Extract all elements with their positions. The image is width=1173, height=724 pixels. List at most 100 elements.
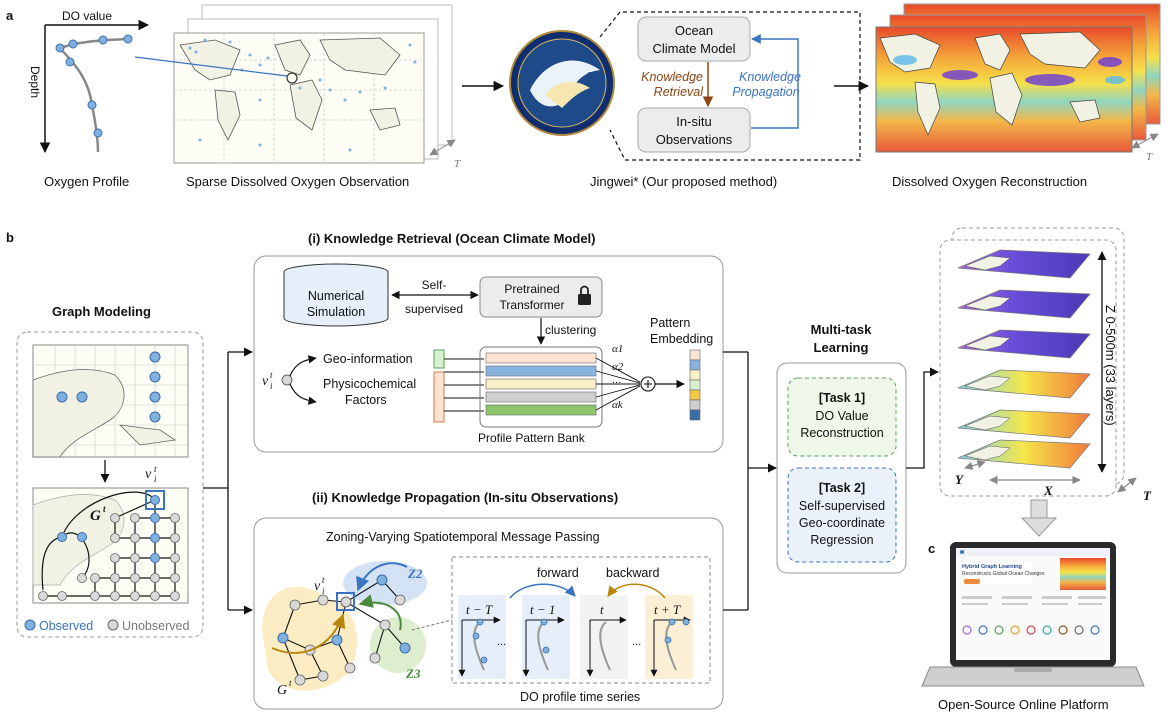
do-value-axis-label: DO value [62,9,112,23]
ocean-model-line1: Ocean [675,23,713,38]
vt-label: v [145,467,152,482]
z-axis-label: Z 0-500m (33 layers) [1103,305,1118,426]
legend-unobserved: Unobserved [122,619,189,633]
t-axis-label: T [1143,488,1152,503]
multitask-line1: Multi-task [811,322,872,337]
task2-line1: Self-supervised [799,499,885,513]
depth-axis-label: Depth [28,66,42,98]
svg-text:v: v [262,374,269,389]
profile-pattern-bank-label: Profile Pattern Bank [478,431,586,445]
task1-line2: Reconstruction [800,426,883,440]
propagation-title: (ii) Knowledge Propagation (In-situ Obse… [312,490,618,505]
depth-layer-land [964,295,1011,311]
depth-layer-land [964,445,1011,461]
caption-oxygen-profile: Oxygen Profile [44,174,129,189]
task2-title: [Task 2] [819,481,865,495]
pattern-embedding-line2: Embedding [650,332,713,346]
time-step-t: t [600,602,604,617]
series-axes [458,616,691,677]
laptop-online-platform: Hybrid Graph Learning Reconstructs Globa… [921,542,1145,712]
sparse-observation-map: T Sparse Dissolved Oxygen Observation [134,4,461,189]
caption-reconstruction: Dissolved Oxygen Reconstruction [892,174,1087,189]
geo-information-label: Geo-information [323,352,413,366]
caption-sparse-observation: Sparse Dissolved Oxygen Observation [186,174,409,189]
pattern-embedding-vector [689,349,701,421]
depth-layer-land [964,255,1011,271]
insitu-line2: Observations [656,132,733,147]
legend-observed: Observed [39,619,93,633]
knowledge-propagation-section: (ii) Knowledge Propagation (In-situ Obse… [253,490,724,710]
arrow-to-layers [906,367,939,469]
panel-a-label: a [6,8,14,23]
panel-b-label: b [6,230,14,245]
knowledge-propagation-line2: Propagation [732,85,799,99]
svg-text:v: v [314,579,321,594]
task1-title: [Task 1] [819,391,865,405]
pattern-embedding-line1: Pattern [650,316,690,330]
multitask-line2: Learning [814,340,869,355]
jingwei-method: Ocean Climate Model In-situ Observations… [509,11,861,189]
svg-text:t: t [270,370,273,380]
alpha-2: α2 [612,361,624,373]
svg-text:t: t [154,464,157,474]
alpha-ellipsis: ... [612,374,621,386]
series-ellipsis-left: ... [497,636,506,648]
insitu-line1: In-situ [676,114,711,129]
knowledge-retrieval-line2: Retrieval [654,85,705,99]
retrieval-title: (i) Knowledge Retrieval (Ocean Climate M… [308,231,596,246]
screen-title-line1: Hybrid Graph Learning [962,564,1022,570]
knowledge-propagation-line1: Knowledge [739,70,801,84]
zone-z2-label: Z2 [407,566,423,581]
time-axis-label-sparse: T [454,158,461,170]
depth-layers [957,249,1091,469]
gt-label: G [90,508,101,524]
lock-icon [578,285,591,305]
knowledge-retrieval-section: (i) Knowledge Retrieval (Ocean Climate M… [253,231,724,453]
oxygen-profile-plot: DO value Depth Oxygen Profile [28,9,150,189]
task1-line1: DO Value [815,409,868,423]
caption-method: Jingwei* (Our proposed method) [590,174,777,189]
backward-label: backward [606,566,660,580]
physicochemical-line2: Factors [345,393,387,407]
y-axis-label: Y [955,472,964,487]
graph-connectors [203,347,253,615]
series-ellipsis-right: ... [632,636,641,648]
screen-title-line2: Reconstructs Global Ocean Changes [962,571,1045,577]
depth-layer-land [964,415,1011,431]
task2-line2: Geo-coordinate [799,516,885,530]
x-axis-label: X [1043,483,1053,498]
graph-modeling: Graph Modeling v t i G t [16,304,204,638]
zone-z3-label: Z3 [405,666,421,681]
knowledge-retrieval-line1: Knowledge [641,70,703,84]
numerical-line2: Simulation [307,305,365,319]
caption-online-platform: Open-Source Online Platform [938,697,1109,712]
pretrained-line2: Transformer [500,298,565,312]
forward-label: forward [537,566,579,580]
svg-text:t: t [103,504,106,514]
alpha-k: αk [612,399,624,411]
svg-text:i: i [270,381,273,391]
svg-text:i: i [322,586,325,596]
do-profile-series-label: DO profile time series [520,690,640,704]
task2-line3: Regression [810,533,873,547]
layered-reconstruction: Z 0-500m (33 layers) Y X T [939,227,1152,503]
zoning-title: Zoning-Varying Spatiotemporal Message Pa… [326,530,600,544]
time-step-t-plus-T: t + T [654,602,681,617]
time-step-t-minus-1: t − 1 [530,602,555,617]
multitask-connectors [723,351,777,611]
numerical-line1: Numerical [308,289,364,303]
depth-layer-land [964,335,1011,351]
svg-text:t: t [322,575,325,585]
time-step-t-minus-T: t − T [466,602,493,617]
physicochemical-line1: Physicochemical [323,377,416,391]
down-arrow [1020,499,1058,537]
panel-c-label: c [928,541,935,556]
self-supervised-line1: Self- [422,278,447,292]
gt-label-propagation: G [277,683,287,698]
clustering-label: clustering [545,323,596,337]
depth-layer-land [964,375,1011,391]
pretrained-line1: Pretrained [504,282,559,296]
graph-modeling-title: Graph Modeling [52,304,151,319]
